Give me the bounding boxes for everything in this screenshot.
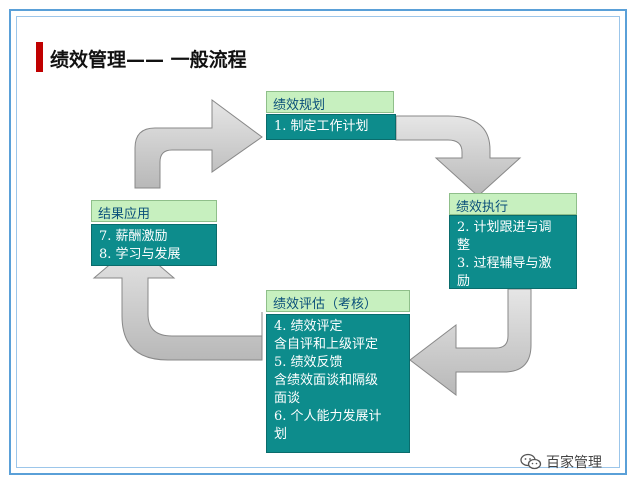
execution-header: 绩效执行 (449, 193, 577, 215)
outer-frame (9, 9, 627, 475)
evaluation-line: 含绩效面谈和隔级 (274, 373, 379, 388)
arrow-evaluation-to-application-shape (92, 243, 263, 361)
evaluation-line: 划 (274, 427, 288, 442)
application-body: 7. 薪酬激励 8. 学习与发展 (91, 224, 217, 266)
inner-frame (16, 16, 620, 468)
evaluation-line: 6. 个人能力发展计 (274, 409, 382, 424)
watermark: 百家管理 (520, 452, 602, 472)
arrow-execution-to-evaluation (409, 288, 532, 397)
evaluation-header: 绩效评估（考核） (266, 290, 410, 312)
execution-line: 整 (457, 238, 471, 253)
execution-line: 励 (457, 274, 471, 289)
evaluation-line: 含自评和上级评定 (274, 337, 379, 352)
arrow-planning-to-execution (395, 115, 522, 197)
planning-header: 绩效规划 (266, 91, 394, 113)
page-title: 绩效管理—— 一般流程 (50, 49, 247, 71)
application-header: 结果应用 (91, 200, 217, 222)
watermark-text: 百家管理 (546, 455, 602, 471)
title-accent-bar (36, 42, 43, 72)
execution-body: 2. 计划跟进与调 整 3. 过程辅导与激 励 (449, 215, 577, 289)
planning-body: 1. 制定工作计划 (266, 114, 396, 140)
arrow-application-to-planning (134, 99, 263, 189)
wechat-icon (520, 453, 542, 470)
application-line: 8. 学习与发展 (99, 247, 181, 262)
execution-line: 2. 计划跟进与调 (457, 220, 552, 235)
planning-line: 1. 制定工作计划 (274, 119, 369, 134)
evaluation-body: 4. 绩效评定 含自评和上级评定 5. 绩效反馈 含绩效面谈和隔级 面谈 6. … (266, 314, 410, 453)
evaluation-line: 4. 绩效评定 (274, 319, 343, 334)
application-line: 7. 薪酬激励 (99, 229, 168, 244)
evaluation-line: 5. 绩效反馈 (274, 355, 343, 370)
execution-line: 3. 过程辅导与激 (457, 256, 552, 271)
evaluation-line: 面谈 (274, 391, 301, 406)
